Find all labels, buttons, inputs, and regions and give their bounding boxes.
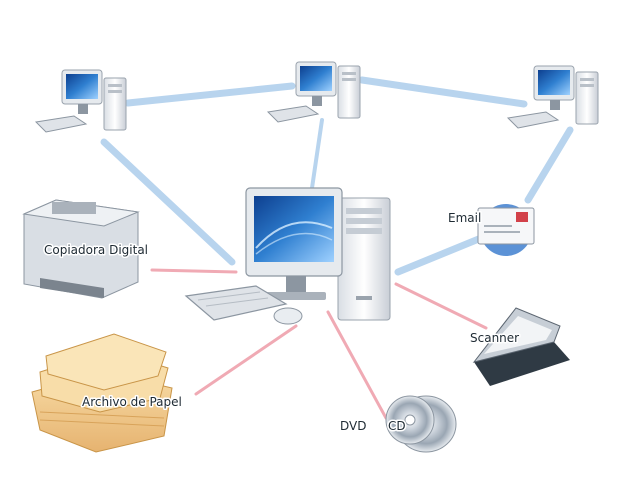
workstation-right xyxy=(506,65,599,129)
link-main-to-disc xyxy=(326,310,388,420)
copier-label: Copiadora Digital xyxy=(44,243,148,257)
disc-device xyxy=(385,395,457,453)
link-pc-top-to-pc-right xyxy=(358,76,528,108)
svg-text:Archivo de Papel: Archivo de Papel xyxy=(82,395,182,409)
paper-label: Archivo de Papel xyxy=(82,395,182,409)
main-computer xyxy=(184,187,391,325)
labels: Copiadora Digital Copiadora Digital Emai… xyxy=(43,210,521,435)
dvd-label: DVD xyxy=(340,419,366,433)
link-email-to-main xyxy=(394,232,490,276)
link-pc-left-to-main xyxy=(100,138,236,266)
copier-device xyxy=(22,199,140,299)
cd-label: CD xyxy=(388,419,406,433)
workstation-top xyxy=(266,61,361,123)
scanner-label: Scanner xyxy=(470,331,519,345)
workstation-left xyxy=(34,69,127,133)
email-label: Email xyxy=(448,211,481,225)
scanner-device xyxy=(472,307,570,386)
svg-text:DVD: DVD xyxy=(340,419,366,433)
link-pc-left-to-pc-top xyxy=(124,82,296,107)
link-main-to-scanner xyxy=(394,282,488,330)
email-device xyxy=(477,204,535,256)
link-pc-top-to-main xyxy=(310,118,324,190)
link-pc-right-to-email xyxy=(524,126,574,204)
link-main-to-copier xyxy=(150,268,238,274)
network-links xyxy=(100,76,574,276)
svg-text:Scanner: Scanner xyxy=(470,331,519,345)
paper-archive xyxy=(31,333,173,453)
svg-text:Copiadora Digital: Copiadora Digital xyxy=(44,243,148,257)
svg-text:CD: CD xyxy=(388,419,406,433)
link-main-to-paper xyxy=(194,324,298,396)
svg-text:Email: Email xyxy=(448,211,481,225)
device-links xyxy=(150,268,488,420)
